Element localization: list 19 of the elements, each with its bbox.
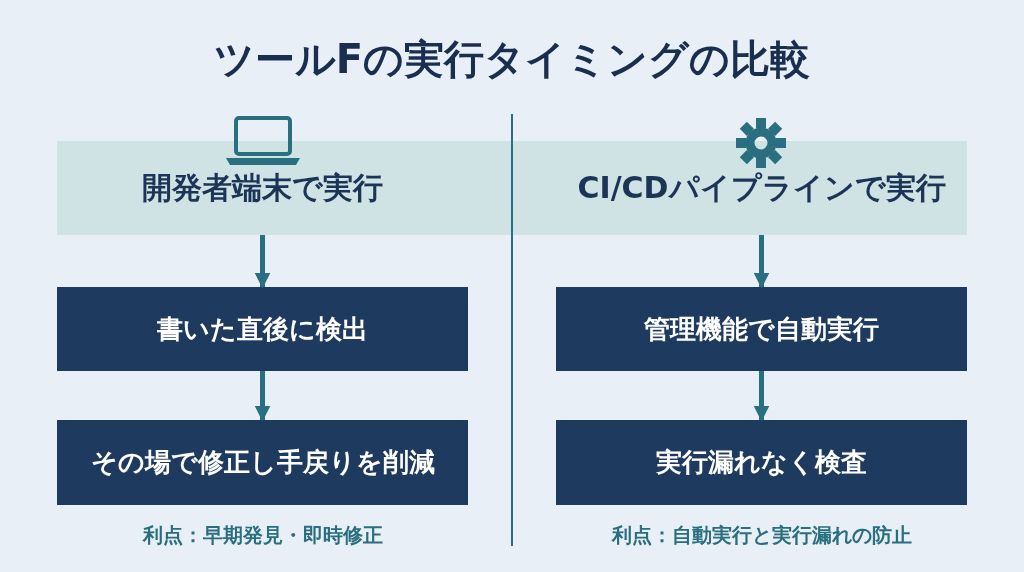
step-box	[57, 287, 468, 371]
arrow	[254, 235, 271, 289]
header-band	[57, 141, 512, 235]
step-text: その場で修正し手戻りを削減	[90, 446, 435, 479]
header-band	[512, 141, 967, 235]
benefit-note: 利点：自動実行と実行漏れの防止	[610, 522, 913, 549]
step-box	[556, 420, 967, 505]
step-text: 管理機能で自動実行	[644, 312, 879, 346]
arrow	[254, 371, 271, 422]
header-text: CI/CDパイプラインで実行	[577, 168, 946, 207]
title: ツールFの実行タイミングの比較	[212, 35, 812, 84]
step-box	[556, 287, 967, 371]
arrow	[753, 371, 770, 422]
benefit-note: 利点：早期発見・即時修正	[141, 522, 384, 549]
step-text: 書いた直後に検出	[157, 312, 368, 346]
arrow	[753, 235, 770, 289]
header-text: 開発者端末で実行	[142, 168, 383, 207]
step-text: 実行漏れなく検査	[656, 446, 867, 479]
step-box	[57, 420, 468, 505]
